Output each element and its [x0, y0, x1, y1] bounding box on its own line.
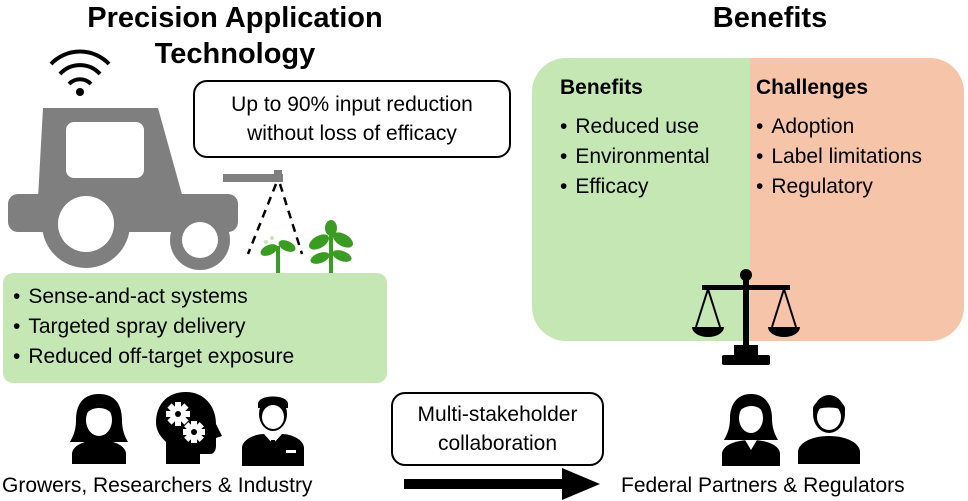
wifi-icon	[49, 49, 111, 96]
left-title-line2: Technology	[154, 38, 316, 70]
features-list: Sense-and-act systems Targeted spray del…	[13, 282, 387, 372]
businessman-icon	[242, 396, 304, 466]
woman-icon	[722, 394, 780, 466]
tractor-icon	[8, 108, 283, 270]
list-item: Targeted spray delivery	[13, 312, 387, 342]
plant-icon	[309, 220, 353, 274]
left-title-line1: Precision Application	[87, 2, 383, 34]
man-icon	[798, 395, 860, 464]
features-box: Sense-and-act systems Targeted spray del…	[3, 273, 387, 383]
collab-line2: collaboration	[437, 432, 558, 455]
regulators-caption: Federal Partners & Regulators	[621, 474, 905, 497]
collaboration-callout: Multi-stakeholder collaboration	[391, 392, 604, 466]
challenges-column: Challenges Adoption Label limitations Re…	[750, 58, 964, 341]
head-gears-icon	[156, 392, 222, 464]
list-item: Reduced use	[560, 112, 750, 142]
list-item: Regulatory	[756, 172, 964, 202]
list-item: Efficacy	[560, 172, 750, 202]
list-item: Reduced off-target exposure	[13, 342, 387, 372]
stakeholders-caption: Growers, Researchers & Industry	[2, 474, 313, 497]
list-item: Adoption	[756, 112, 964, 142]
callout-line1: Up to 90% input reduction	[231, 93, 473, 116]
scale-icon	[692, 269, 800, 365]
right-title: Benefits	[712, 2, 828, 34]
efficacy-callout: Up to 90% input reduction without loss o…	[193, 80, 511, 158]
list-item: Label limitations	[756, 142, 964, 172]
list-item: Sense-and-act systems	[13, 282, 387, 312]
benefits-column: Benefits Reduced use Environmental Effic…	[532, 58, 750, 341]
spray-nozzle-icon	[246, 170, 304, 255]
list-item: Environmental	[560, 142, 750, 172]
challenges-list: Adoption Label limitations Regulatory	[756, 112, 964, 202]
benefits-challenges-panel: Benefits Reduced use Environmental Effic…	[532, 58, 964, 341]
challenges-heading: Challenges	[756, 76, 869, 99]
woman-icon	[70, 394, 128, 464]
callout-line2: without loss of efficacy	[247, 122, 457, 145]
collab-line1: Multi-stakeholder	[417, 403, 578, 426]
benefits-list: Reduced use Environmental Efficacy	[560, 112, 750, 202]
plant-icon	[260, 236, 296, 274]
left-title: Precision Application Technology	[40, 0, 430, 72]
arrow-right-icon	[404, 468, 600, 500]
benefits-heading: Benefits	[560, 76, 643, 99]
